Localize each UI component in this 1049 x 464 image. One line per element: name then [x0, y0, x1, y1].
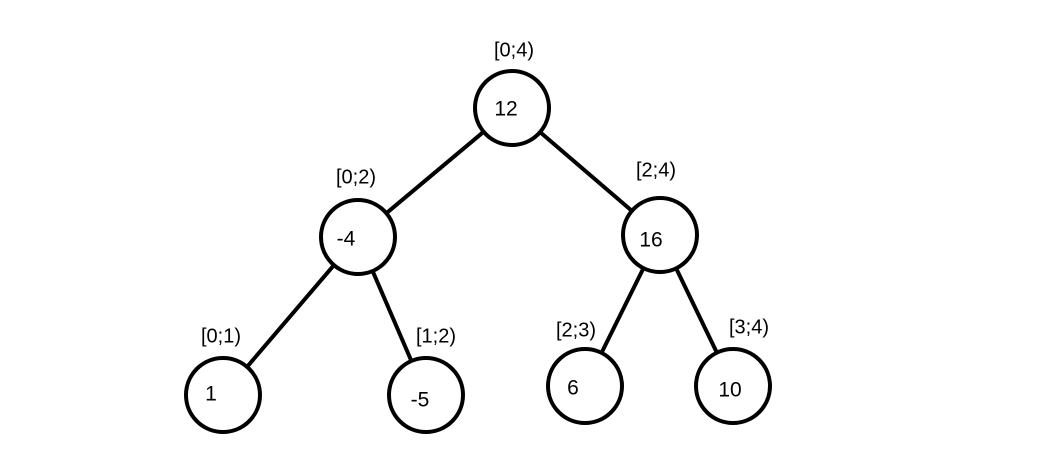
edge-right-leaf-3: [674, 266, 719, 355]
node-leaf-1: -5 [1;2): [387, 325, 465, 434]
node-left: -4 [0;2): [319, 166, 397, 276]
edge-root-right: [538, 130, 634, 213]
node-value: 1: [205, 383, 217, 406]
node-leaf-3: 10 [3;4): [694, 316, 772, 425]
range-label: [2;3): [556, 319, 596, 341]
node-circle: [387, 356, 465, 434]
range-label: [0;1): [201, 325, 241, 347]
range-label: [2;4): [636, 159, 676, 181]
node-value: 16: [639, 229, 662, 252]
range-label: [0;4): [494, 39, 534, 61]
node-circle: [473, 69, 551, 147]
node-right: 16 [2;4): [621, 159, 699, 274]
node-value: 12: [494, 98, 517, 121]
range-label: [0;2): [336, 166, 376, 188]
node-leaf-0: 1 [0;1): [184, 325, 262, 434]
edge-left-leaf-1: [370, 269, 414, 363]
node-circle: [319, 198, 397, 276]
edge-right-leaf-2: [599, 266, 646, 355]
node-value: 10: [718, 379, 741, 402]
node-value: -5: [411, 389, 430, 412]
edge-left-leaf-0: [245, 263, 336, 369]
node-circle: [546, 347, 624, 425]
node-value: 6: [567, 377, 579, 400]
edges-layer: [245, 129, 719, 369]
node-circle: [621, 196, 699, 274]
node-circle: [694, 347, 772, 425]
range-label: [3;4): [729, 316, 769, 338]
node-leaf-2: 6 [2;3): [546, 319, 624, 425]
edge-root-left: [384, 129, 486, 216]
node-root: 12 [0;4): [473, 39, 551, 147]
node-value: -4: [337, 228, 356, 251]
range-label: [1;2): [416, 325, 456, 347]
node-circle: [184, 356, 262, 434]
